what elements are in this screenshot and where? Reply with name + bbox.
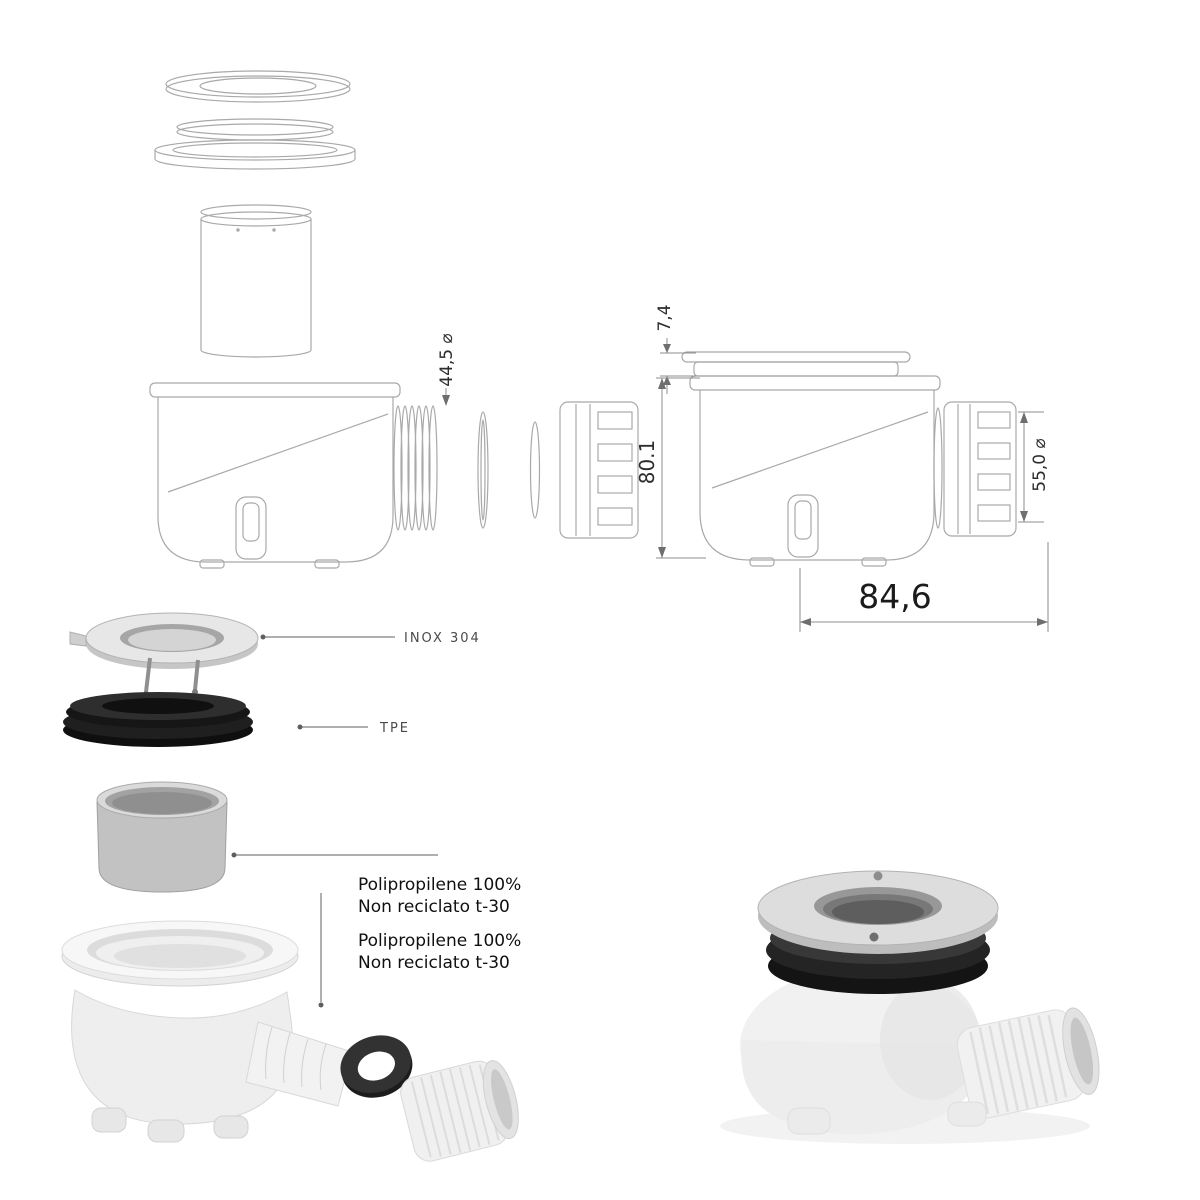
label-body-material-line1: Polipropilene 100%: [358, 931, 521, 951]
render-body: [61, 920, 353, 1143]
render-assembled: [720, 870, 1100, 1144]
label-cup-material-line1: Polipropilene 100%: [358, 875, 521, 895]
label-tpe: TPE: [379, 721, 410, 736]
dim-text-nut-diameter: 55,0 ⌀: [1030, 438, 1050, 492]
render-nut: [400, 1060, 519, 1162]
screw-bottom: [869, 932, 879, 942]
washer-drawings: [477, 411, 541, 529]
render-washer: [340, 1035, 413, 1098]
material-callouts: [231, 634, 438, 1008]
render-gasket-tpe: [63, 692, 253, 747]
render-cup: [96, 781, 228, 893]
screw-top: [873, 871, 883, 881]
side-view-left-drawing: [149, 382, 438, 569]
nut-left-drawing: [559, 401, 639, 539]
dim-nut-diameter: 55,0 ⌀: [1018, 411, 1050, 523]
side-view-right-drawing: [681, 351, 1017, 567]
dim-text-overall-height: 80.1: [635, 440, 659, 485]
exploded-cover-drawing: [154, 70, 356, 170]
label-cup-material-line2: Non reciclato t-30: [358, 897, 510, 917]
dim-text-flange-height: 7,4: [655, 304, 675, 331]
dim-text-outlet-diameter: 44,5 ⌀: [437, 333, 457, 387]
dim-outlet-diameter: 44,5 ⌀: [437, 333, 457, 406]
dim-flange-height: 7,4: [655, 304, 696, 394]
dim-text-overall-width: 84,6: [858, 577, 931, 616]
thread-lines: [393, 405, 438, 531]
dim-overall-width: 84,6: [799, 542, 1049, 632]
dim-overall-height: 80.1: [635, 377, 706, 559]
render-cover-inox: [69, 612, 259, 697]
exploded-cylinder-drawing: [200, 204, 312, 358]
label-inox-304: INOX 304: [404, 631, 481, 646]
label-body-material-line2: Non reciclato t-30: [358, 953, 510, 973]
render-assembled-outlet-nut: [956, 1007, 1100, 1119]
